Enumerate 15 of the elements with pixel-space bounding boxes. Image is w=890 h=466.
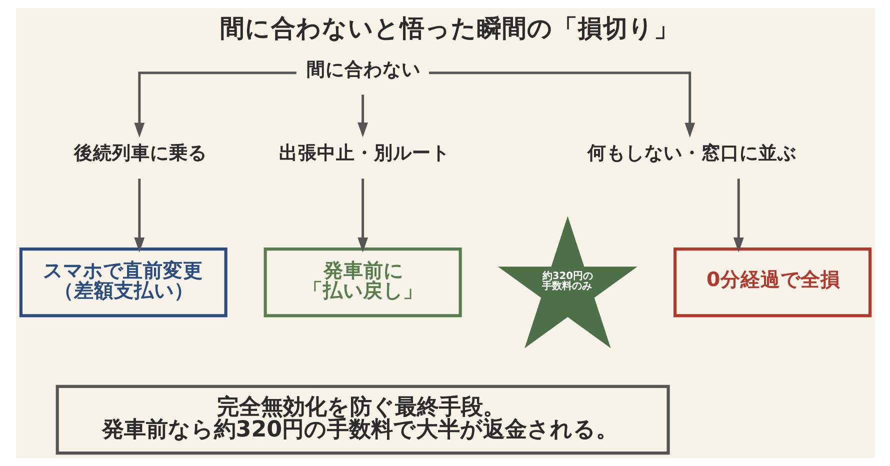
node-text: 出張中止・別ルート [278, 143, 450, 164]
node-box: 発車前に「払い戻し」 [263, 248, 462, 318]
node-box: 完全無効化を防ぐ最終手段。発車前なら約320円の手数料で大半が返金される。 [55, 384, 670, 455]
arrow [732, 178, 744, 252]
arrow [134, 178, 144, 252]
node-box: 0分経過で全損 [673, 248, 872, 318]
arrow [428, 72, 695, 138]
arrow [357, 178, 368, 252]
node-text: 何もしない・窓口に並ぶ [586, 143, 796, 164]
arrow [134, 72, 296, 138]
node-text: 後続列車に乗る [74, 143, 207, 164]
arrow [357, 94, 368, 138]
node-text: 間に合わない [306, 59, 420, 80]
node-box: スマホで直前変更（差額支払い） [18, 248, 227, 318]
diagram-title: 間に合わないと悟った瞬間の「損切り」 [220, 13, 679, 42]
